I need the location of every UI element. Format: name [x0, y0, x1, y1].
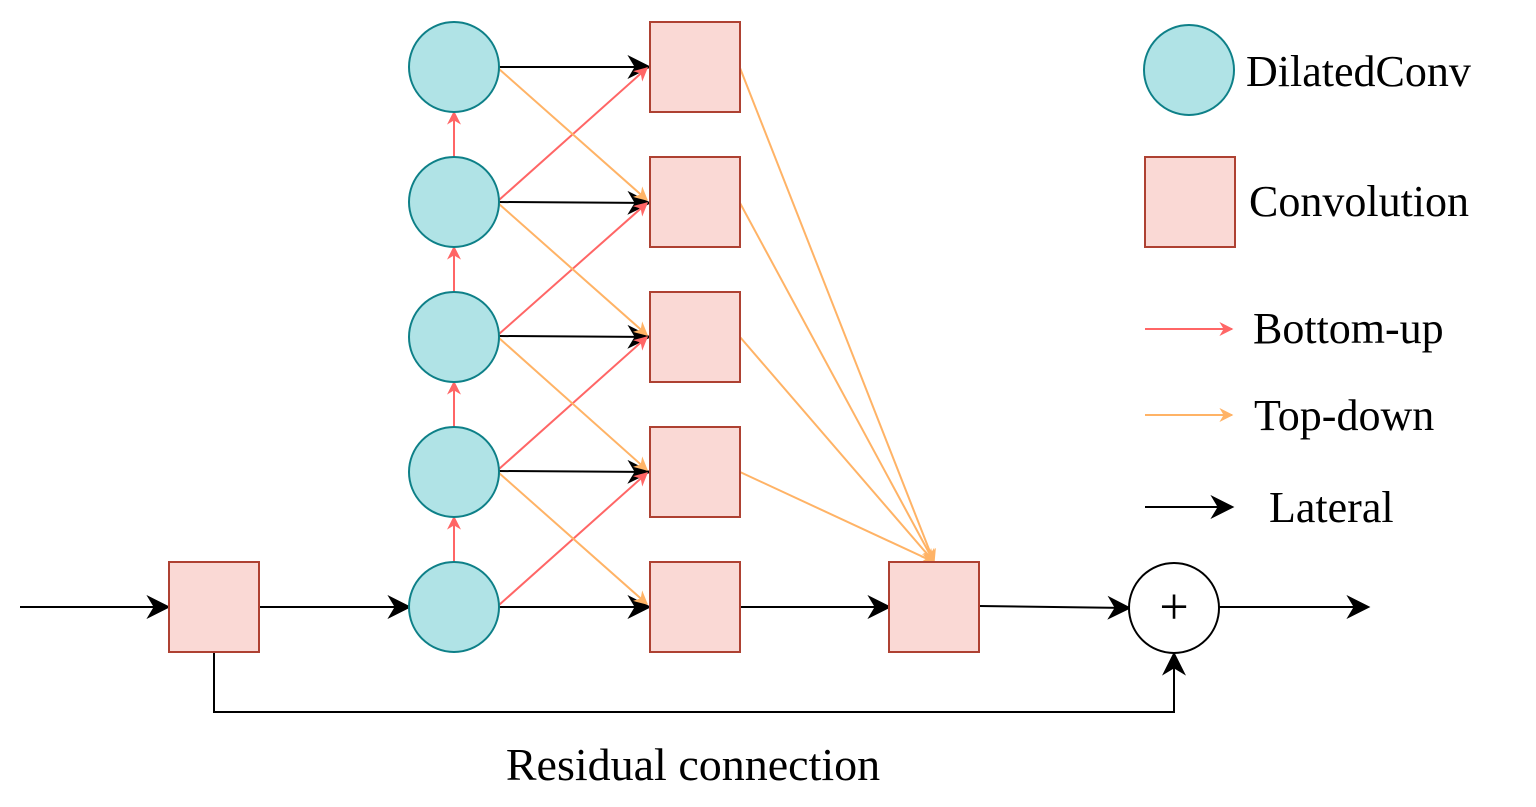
top-down-to-fusion-2	[739, 336, 935, 564]
legend-dilated-conv-label: DilatedConv	[1246, 47, 1471, 96]
sum-plus-symbol: +	[1159, 579, 1188, 636]
top-down-to-fusion-4	[739, 67, 936, 564]
fusion-convolution-block	[888, 561, 980, 653]
dilated-conv-node-2	[408, 291, 500, 383]
top-down-diagonal-3	[498, 68, 649, 201]
convolution-node-1	[649, 426, 741, 518]
sum-node	[1128, 562, 1220, 654]
edges	[20, 55, 1371, 713]
convolution-node-0	[649, 561, 741, 653]
convolution-node-2	[649, 291, 741, 383]
legend-bottom-up-label: Bottom-up	[1253, 304, 1444, 353]
top-down-to-fusion-1	[739, 471, 936, 564]
legend-convolution-swatch	[1144, 156, 1236, 248]
arrow-fusion-to-sum	[978, 595, 1132, 620]
legend-lateral-label: Lateral	[1269, 483, 1394, 532]
dilated-conv-node-1	[408, 426, 500, 518]
top-down-diagonal-1	[498, 337, 649, 471]
top-down-diagonal-0	[498, 472, 649, 605]
top-down-to-fusion-3	[739, 202, 935, 564]
lateral-arrow-3	[498, 190, 652, 215]
dilated-conv-node-3	[408, 156, 500, 248]
lateral-arrow-2	[498, 324, 652, 349]
residual-connection-path	[213, 651, 1186, 713]
input-convolution-block	[168, 561, 260, 653]
residual-connection-label: Residual connection	[506, 739, 880, 790]
legend: DilatedConv Convolution Bottom-up Top-do…	[1143, 24, 1471, 532]
legend-convolution-label: Convolution	[1249, 177, 1469, 226]
convolution-node-4	[649, 21, 741, 113]
legend-top-down-label: Top-down	[1254, 391, 1434, 440]
convolution-node-3	[649, 156, 741, 248]
lateral-arrow-1	[498, 459, 652, 484]
legend-dilated-conv-swatch	[1143, 24, 1235, 116]
top-down-diagonal-2	[498, 203, 649, 336]
nodes: +	[168, 21, 1220, 654]
dilated-conv-node-4	[408, 21, 500, 113]
dilated-conv-node-0	[408, 561, 500, 653]
